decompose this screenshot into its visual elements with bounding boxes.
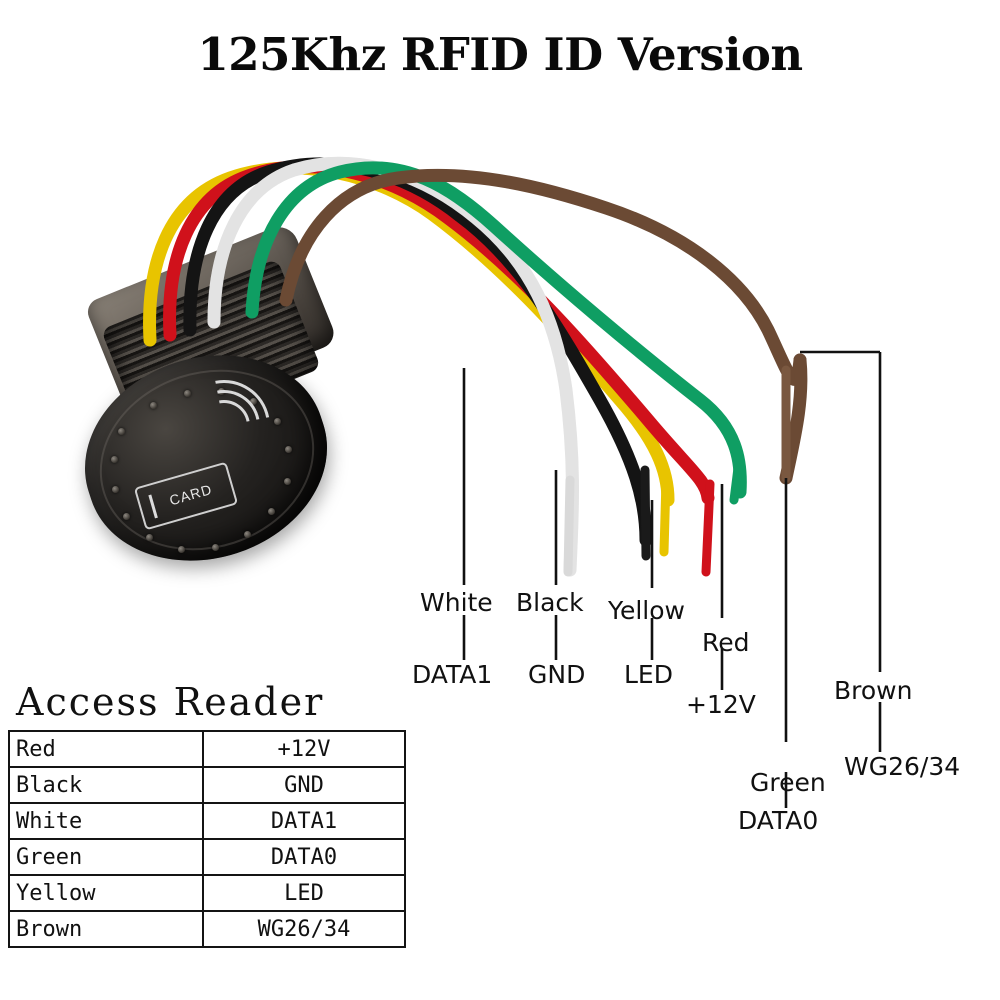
table-cell-wire: Yellow xyxy=(8,874,204,912)
page-title: 125Khz RFID ID Version xyxy=(197,28,803,81)
label-white: White xyxy=(420,588,493,617)
table-cell-wire: Green xyxy=(8,838,204,876)
label-green: Green xyxy=(750,768,826,797)
wire-tip-red xyxy=(701,479,715,577)
table-row: White DATA1 xyxy=(8,802,406,840)
led-indicator-dot xyxy=(212,544,219,551)
label-gnd: GND xyxy=(528,660,586,689)
table-cell-function: DATA0 xyxy=(202,838,406,876)
table-cell-wire: Black xyxy=(8,766,204,804)
label-black: Black xyxy=(516,588,584,617)
table-cell-function: WG26/34 xyxy=(202,910,406,948)
table-row: Red +12V xyxy=(8,730,406,768)
table-row: Green DATA0 xyxy=(8,838,406,876)
table-cell-wire: Brown xyxy=(8,910,204,948)
label-yellow: Yellow xyxy=(608,596,685,625)
led-indicator-dot xyxy=(123,513,130,520)
led-indicator-dot xyxy=(111,456,118,463)
wire-brown xyxy=(279,168,807,386)
label-brown: Brown xyxy=(834,676,913,705)
label-led: LED xyxy=(624,660,673,689)
rfid-reader-device: CARD xyxy=(59,221,358,591)
wire-tip-black xyxy=(640,465,651,561)
table-title: Access Reader xyxy=(16,680,325,724)
label-12v: +12V xyxy=(686,690,756,719)
led-indicator-dot xyxy=(178,546,185,553)
table-cell-function: GND xyxy=(202,766,406,804)
led-indicator-dot xyxy=(284,478,291,485)
led-indicator-dot xyxy=(285,446,292,453)
led-indicator-dot xyxy=(146,534,153,541)
card-symbol-label: CARD xyxy=(167,480,214,509)
label-data0: DATA0 xyxy=(738,806,819,835)
table-cell-function: DATA1 xyxy=(202,802,406,840)
table-cell-function: LED xyxy=(202,874,406,912)
table-cell-function: +12V xyxy=(202,730,406,768)
led-indicator-dot xyxy=(118,428,125,435)
led-indicator-dot xyxy=(268,508,275,515)
label-wg2634: WG26/34 xyxy=(844,752,961,781)
led-indicator-dot xyxy=(150,402,157,409)
access-reader-table-block: Access Reader Red +12V Black GND White D… xyxy=(8,680,406,948)
wire-brown-tail xyxy=(779,353,808,485)
led-indicator-dot xyxy=(274,418,281,425)
table-cell-wire: Red xyxy=(8,730,204,768)
label-red: Red xyxy=(702,628,750,657)
table-row: Brown WG26/34 xyxy=(8,910,406,948)
wire-tip-white xyxy=(563,475,575,577)
wire-tip-green xyxy=(729,463,743,505)
table-cell-wire: White xyxy=(8,802,204,840)
led-indicator-dot xyxy=(244,531,251,538)
table-row: Black GND xyxy=(8,766,406,804)
wire-tip-yellow xyxy=(659,475,671,557)
table-row: Yellow LED xyxy=(8,874,406,912)
led-indicator-dot xyxy=(112,486,119,493)
label-data1: DATA1 xyxy=(412,660,493,689)
access-reader-table: Red +12V Black GND White DATA1 Green DAT… xyxy=(8,730,406,948)
